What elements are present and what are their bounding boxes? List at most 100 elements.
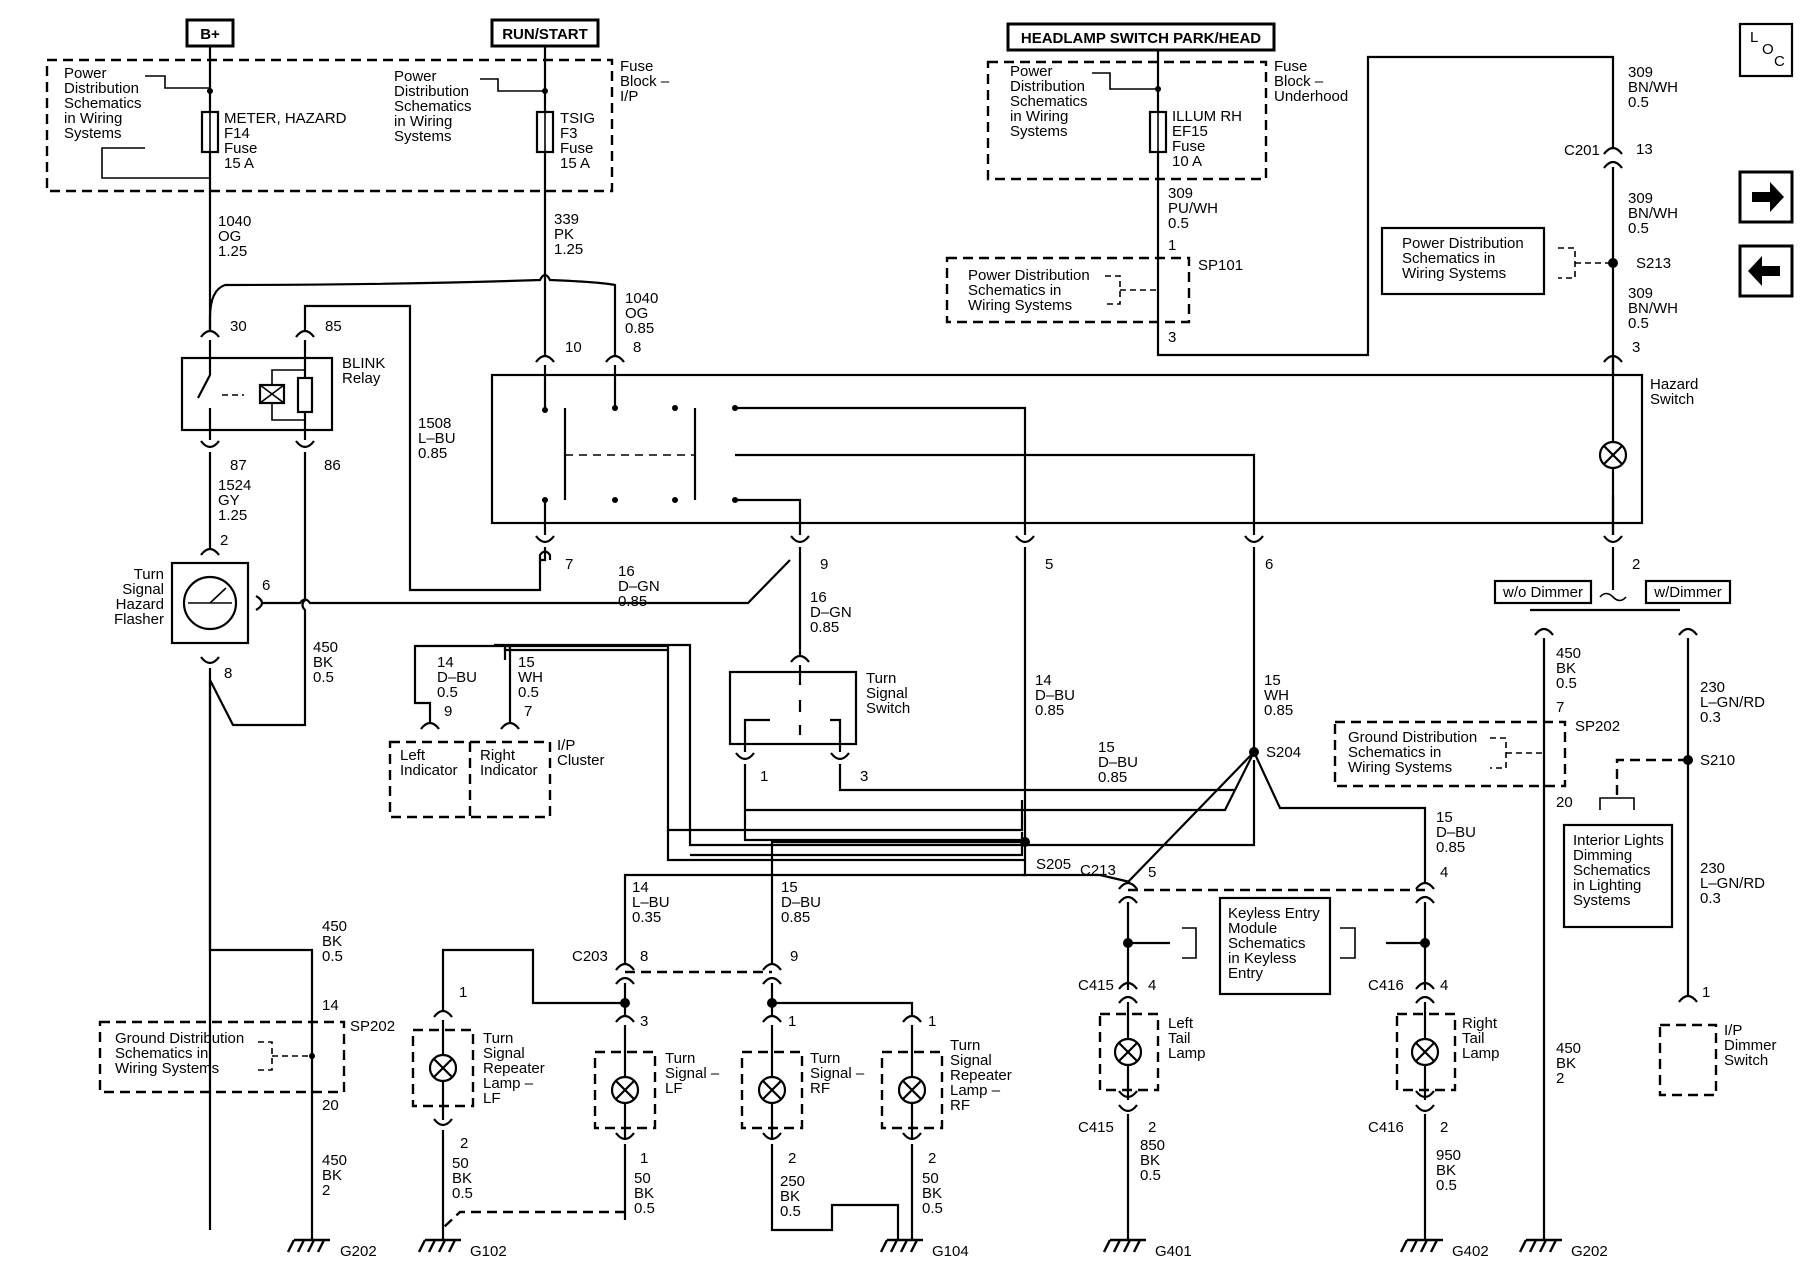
svg-text:w/o Dimmer: w/o Dimmer xyxy=(1502,584,1583,601)
power-dist-box-2 xyxy=(1380,226,1546,296)
loc-box[interactable] xyxy=(1738,22,1794,78)
pin-2-repeater-lf: 2 xyxy=(460,1135,468,1152)
pin-3-ts-switch: 3 xyxy=(860,768,868,785)
loc-label: LOC xyxy=(1750,29,1785,70)
keyless-entry-box xyxy=(1218,896,1332,996)
pin-2-ts-rf: 2 xyxy=(788,1150,796,1167)
pin-2-c415: 2 xyxy=(1148,1119,1156,1136)
pin-2-repeater-rf: 2 xyxy=(928,1150,936,1167)
supply-headlamp-switch: HEADLAMP SWITCH PARK/HEAD xyxy=(1006,22,1276,52)
pin-1-ts-switch: 1 xyxy=(760,768,768,785)
svg-text:RUN/START: RUN/START xyxy=(502,26,588,43)
pin-6-flasher: 6 xyxy=(262,577,270,594)
pin-20-sp202: 20 xyxy=(322,1097,339,1114)
pin-3-hazard: 3 xyxy=(1632,339,1640,356)
splice-s205: S205 xyxy=(1036,856,1071,873)
splice-sp202-right: SP202 xyxy=(1575,718,1620,735)
pin-86: 86 xyxy=(324,457,341,474)
pin-1-ts-rf: 1 xyxy=(788,1013,796,1030)
splice-sp101: SP101 xyxy=(1198,257,1243,274)
arrow-right-icon[interactable] xyxy=(1738,170,1794,224)
pin-9-hazard: 9 xyxy=(820,556,828,573)
connector-c201: C201 xyxy=(1564,142,1600,159)
pin-2-flasher: 2 xyxy=(220,532,228,549)
option-wo-dimmer xyxy=(1493,579,1593,605)
connector-c416-bottom: C416 xyxy=(1368,1119,1404,1136)
pin-30: 30 xyxy=(230,318,247,335)
pin-14-sp202: 14 xyxy=(322,997,339,1014)
ground-g202-left: G202 xyxy=(340,1243,377,1260)
pin-2-hazard: 2 xyxy=(1632,556,1640,573)
pin-4-c416: 4 xyxy=(1440,977,1448,994)
connector-c415-bottom: C415 xyxy=(1078,1119,1114,1136)
ground-dist-box-1 xyxy=(98,1020,346,1094)
svg-text:HEADLAMP SWITCH PARK/HEAD: HEADLAMP SWITCH PARK/HEAD xyxy=(1021,30,1261,47)
option-w-dimmer xyxy=(1644,579,1732,605)
connector-c213: C213 xyxy=(1080,862,1116,879)
ground-dist-box-2 xyxy=(1333,720,1567,788)
pin-87: 87 xyxy=(230,457,247,474)
ip-dimmer-switch xyxy=(1658,1023,1718,1097)
pin-20-sp202-right: 20 xyxy=(1556,794,1573,811)
pin-1-ts-lf: 1 xyxy=(640,1150,648,1167)
pin-5-hazard: 5 xyxy=(1045,556,1053,573)
ground-g401: G401 xyxy=(1155,1243,1192,1260)
pin-8-c203: 8 xyxy=(640,948,648,965)
ground-g402: G402 xyxy=(1452,1243,1489,1260)
ground-g202-right: G202 xyxy=(1571,1243,1608,1260)
pin-5-c213: 5 xyxy=(1148,864,1156,881)
pin-7-hazard: 7 xyxy=(565,556,573,573)
pin-1-repeater-lf: 1 xyxy=(459,984,467,1001)
arrow-left-icon[interactable] xyxy=(1738,244,1794,298)
splice-sp202-left: SP202 xyxy=(350,1018,395,1035)
pin-4-c213: 4 xyxy=(1440,864,1448,881)
svg-text:w/Dimmer: w/Dimmer xyxy=(1653,584,1722,601)
pin-7-cluster: 7 xyxy=(524,703,532,720)
svg-text:B+: B+ xyxy=(200,26,220,43)
ground-g104: G104 xyxy=(932,1243,969,1260)
pin-2-c416: 2 xyxy=(1440,1119,1448,1136)
fuse-block-underhood-outline xyxy=(986,60,1268,181)
pin-13: 13 xyxy=(1636,141,1653,158)
turn-signal-switch xyxy=(728,670,858,746)
